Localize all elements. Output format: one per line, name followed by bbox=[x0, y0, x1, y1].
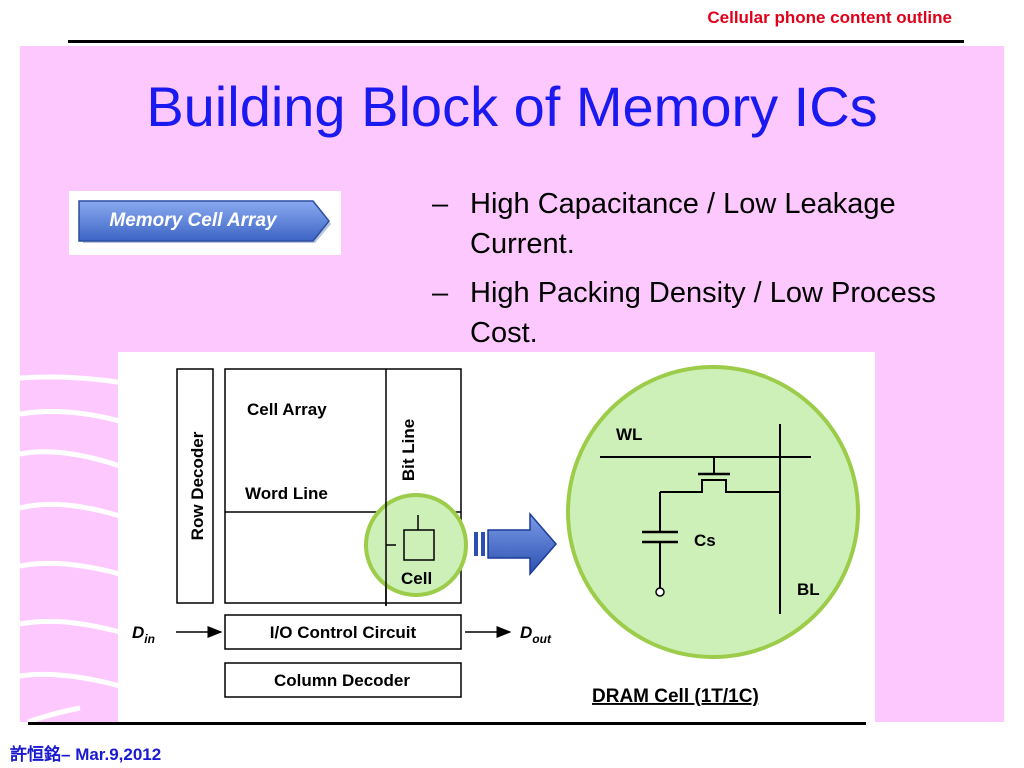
footer-date: Mar.9,2012 bbox=[75, 745, 162, 764]
bullet-item: – High Packing Density / Low Process Cos… bbox=[432, 273, 992, 353]
bullet-dash: – bbox=[432, 277, 449, 309]
badge-arrow-shape bbox=[78, 200, 331, 243]
cell-square bbox=[403, 529, 435, 561]
ground-node bbox=[655, 587, 665, 597]
transistor-channel bbox=[696, 479, 736, 493]
memory-diagram: Row Decoder Cell Array Word Line Bit Lin… bbox=[132, 365, 860, 707]
cell-highlight-circle bbox=[364, 493, 468, 597]
dram-cell-circle bbox=[566, 365, 860, 659]
d-in-label: Din bbox=[132, 623, 155, 646]
io-control-block bbox=[224, 614, 462, 650]
cs-label: Cs bbox=[694, 531, 716, 550]
bullet-list: – High Capacitance / Low Leakage Current… bbox=[432, 184, 992, 362]
zoom-arrow-icon bbox=[474, 511, 557, 577]
header-divider bbox=[68, 40, 964, 43]
bullet-dash: – bbox=[432, 188, 449, 220]
header-label: Cellular phone content outline bbox=[707, 8, 952, 27]
row-decoder-label: Row Decoder bbox=[188, 431, 207, 540]
footer-author: 許恒銘 bbox=[10, 745, 61, 765]
word-line-label: Word Line bbox=[245, 484, 328, 503]
column-decoder-label: Column Decoder bbox=[274, 671, 410, 690]
footer-separator: – bbox=[61, 745, 76, 764]
bullet-item: – High Capacitance / Low Leakage Current… bbox=[432, 184, 992, 264]
footer: 許恒銘– Mar.9,2012 bbox=[10, 740, 161, 765]
memory-cell-array-badge: Memory Cell Array bbox=[69, 191, 341, 255]
footer-divider bbox=[28, 722, 866, 725]
bl-label: BL bbox=[797, 580, 820, 599]
bullet-text: High Packing Density / Low Process Cost. bbox=[470, 277, 936, 349]
d-out-label: Dout bbox=[520, 623, 552, 646]
slide-title: Building Block of Memory ICs bbox=[146, 75, 878, 138]
bit-line-label: Bit Line bbox=[399, 419, 418, 481]
wl-label: WL bbox=[616, 425, 642, 444]
dram-caption: DRAM Cell (1T/1C) bbox=[592, 686, 759, 707]
bullet-text: High Capacitance / Low Leakage Current. bbox=[470, 188, 896, 260]
decorative-arcs bbox=[20, 374, 141, 722]
cell-array-label: Cell Array bbox=[247, 400, 327, 419]
io-control-label: I/O Control Circuit bbox=[270, 623, 417, 642]
badge-label: Memory Cell Array bbox=[109, 210, 277, 231]
column-decoder-block bbox=[224, 662, 462, 698]
cell-label: Cell bbox=[401, 569, 432, 588]
memory-diagram-figure: Row Decoder Cell Array Word Line Bit Lin… bbox=[118, 352, 875, 724]
row-decoder-block bbox=[176, 368, 214, 604]
